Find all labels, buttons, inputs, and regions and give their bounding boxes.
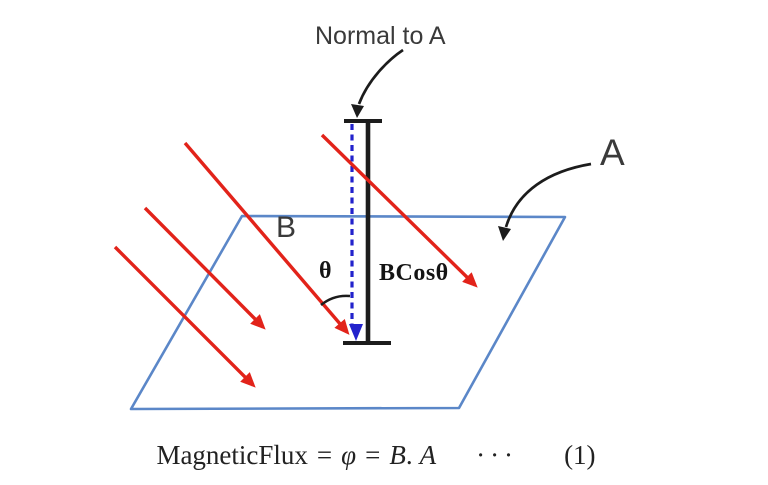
equation-dot: . xyxy=(405,440,413,470)
field-line-arrow-2 xyxy=(183,141,350,335)
equation-equals-2: = xyxy=(365,440,381,470)
bcos-theta-label: BCosθ xyxy=(379,260,449,286)
theta-angle-arc xyxy=(320,294,351,306)
field-line-arrow-1 xyxy=(320,133,478,288)
equation-b-symbol: B xyxy=(389,440,406,470)
surface-outline xyxy=(129,214,567,411)
equation-equals-1: = xyxy=(316,440,333,470)
bcostheta-arrowhead-icon xyxy=(349,324,363,341)
field-line-arrow-4 xyxy=(113,245,256,388)
area-annotation-arrow xyxy=(504,162,592,228)
equation-phi-symbol: φ xyxy=(341,440,357,470)
equation-a-symbol: A xyxy=(419,440,437,470)
area-annotation-arrowhead-icon xyxy=(498,226,511,241)
equation-number: (1) xyxy=(564,440,596,470)
field-b-label: B xyxy=(276,211,297,244)
normal-annotation-arrowhead-icon xyxy=(351,104,364,118)
theta-label: θ xyxy=(319,258,332,284)
normal-to-a-label: Normal to A xyxy=(315,22,446,50)
equation-lhs: MagneticFlux xyxy=(156,440,308,470)
equation-cdots: ··· xyxy=(476,440,519,470)
flux-equation: MagneticFlux = φ = B.A ··· (1) xyxy=(0,440,760,471)
field-line-arrow-3 xyxy=(143,206,266,330)
normal-annotation-arrow xyxy=(357,48,404,105)
area-a-label: A xyxy=(600,132,625,173)
